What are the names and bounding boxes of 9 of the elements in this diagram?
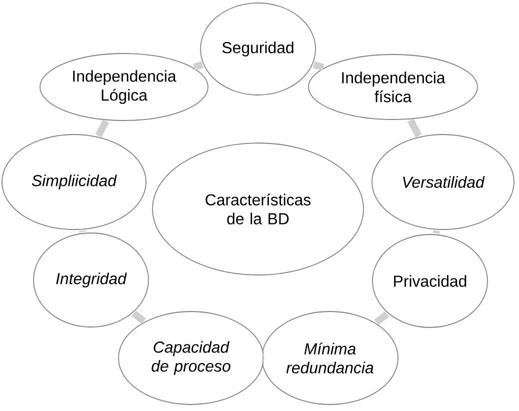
connector (432, 230, 440, 234)
connector (374, 311, 390, 326)
connector (79, 230, 86, 233)
connector (407, 118, 422, 138)
connector (312, 61, 324, 71)
connector (95, 119, 110, 138)
connector (132, 310, 146, 324)
connector (262, 354, 264, 362)
connector (192, 61, 204, 71)
